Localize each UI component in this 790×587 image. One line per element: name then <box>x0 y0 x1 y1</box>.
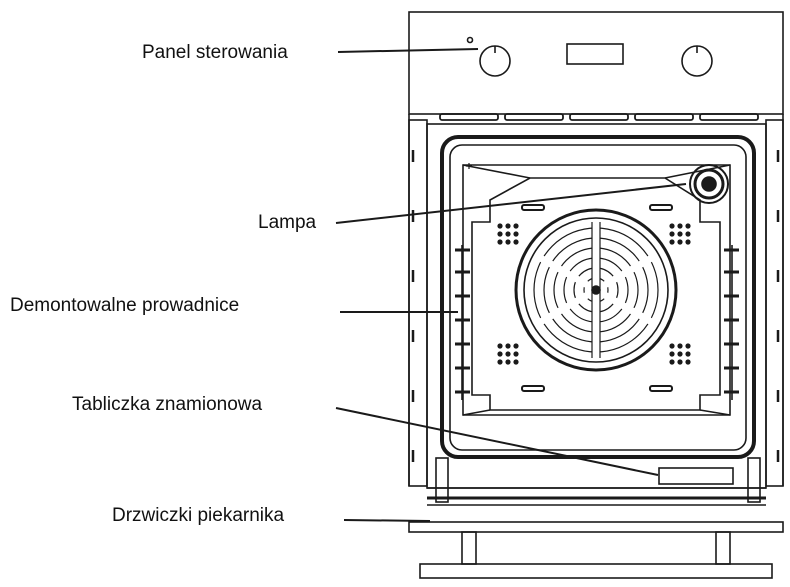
leader-lamp <box>335 183 687 224</box>
fan-cover-icon <box>514 208 678 372</box>
removable-rails <box>455 245 739 400</box>
leader-control-panel <box>337 48 479 53</box>
right-knob-icon <box>681 45 713 77</box>
perforation-grid <box>497 223 691 365</box>
indicator-light-icon <box>466 36 474 44</box>
label-lamp: Lampa <box>258 212 317 233</box>
label-oven-door: Drzwiczki piekarnika <box>112 505 285 526</box>
lamp-icon <box>689 164 729 204</box>
label-rating-plate: Tabliczka znamionowa <box>72 394 263 415</box>
label-removable-rails: Demontowalne prowadnice <box>10 295 240 316</box>
display-icon <box>566 43 624 65</box>
oven-door <box>408 457 784 579</box>
left-knob-icon <box>479 45 511 77</box>
leader-rating-plate <box>335 407 659 476</box>
cavity-slots <box>521 204 673 392</box>
leader-lines <box>335 48 687 522</box>
leader-oven-door <box>343 519 431 522</box>
control-panel <box>408 11 784 115</box>
hinge-mark <box>466 163 472 169</box>
label-control-panel: Panel sterowania <box>142 42 288 63</box>
door-seal <box>440 135 756 459</box>
rating-plate <box>658 467 734 485</box>
vent-strip <box>439 113 759 121</box>
oven-cavity <box>462 164 731 416</box>
